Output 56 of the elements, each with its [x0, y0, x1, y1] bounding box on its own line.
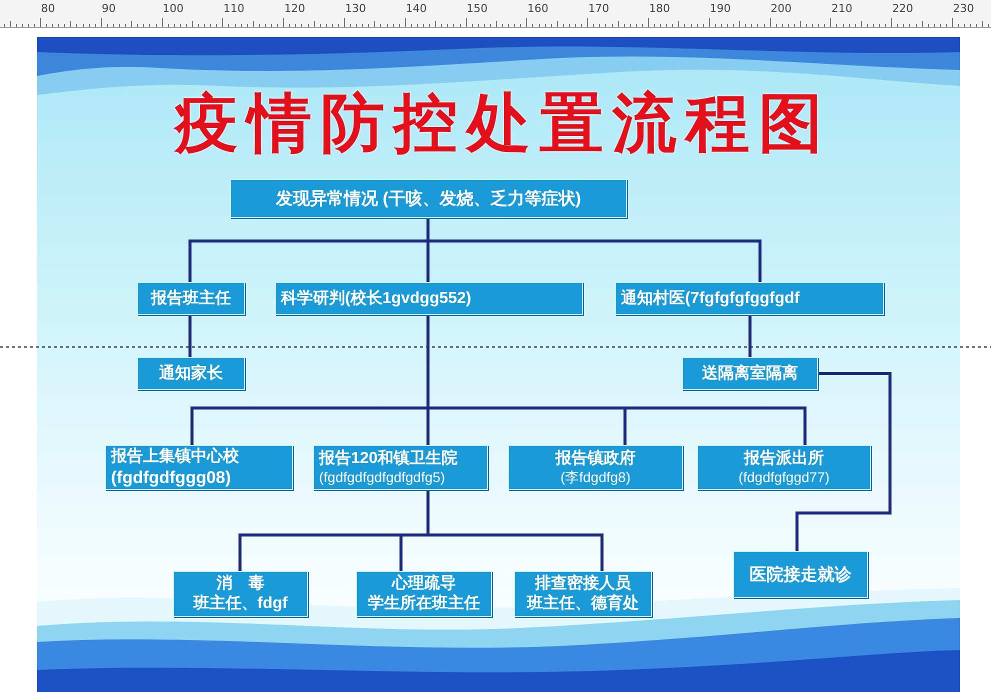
step-detail: 班主任、德育处: [527, 594, 639, 614]
step-detail: 学生所在班主任: [368, 594, 480, 614]
step-label: 报告镇政府: [556, 448, 636, 469]
step-box: [697, 445, 871, 490]
ruler-number: 140: [406, 3, 427, 15]
ruler-number: 110: [223, 3, 244, 15]
step-label: 排查密接人员: [535, 574, 631, 594]
step-label: 报告120和镇卫生院: [319, 448, 458, 469]
connector-line: [426, 218, 762, 282]
step-label: 通知家长: [159, 364, 223, 384]
ruler-number: 200: [770, 3, 792, 15]
ruler-number: 150: [466, 3, 488, 15]
step-detail: (fgdfgdfggg08): [111, 466, 231, 488]
ruler-number: 90: [102, 3, 116, 15]
step-detail: (fgdfgdfgdfgdfgdfg5): [319, 468, 446, 486]
ruler-number: 80: [41, 3, 55, 15]
ruler-number: 170: [588, 3, 610, 15]
step-detail: (fdgdfgfggd77): [738, 468, 830, 486]
connector-line: [188, 315, 192, 357]
step-detail: (李fdgdfg8): [560, 468, 631, 486]
step-label: 通知村医(7fgfgfgfggfgdf: [621, 288, 800, 308]
step-box: [137, 357, 245, 390]
step-box: [137, 282, 245, 315]
step-label: 报告上集镇中心校: [111, 446, 239, 467]
step-box: [615, 282, 884, 315]
ruler-number: 120: [284, 3, 306, 15]
step-box: [275, 282, 583, 315]
connector-line: [796, 372, 892, 551]
ruler-number: 100: [162, 3, 184, 15]
ruler-number: 190: [710, 3, 731, 15]
ruler-number: 210: [831, 3, 852, 15]
ruler-number: 160: [527, 3, 548, 15]
step-box: [733, 551, 868, 598]
ruler-number: 130: [345, 3, 366, 15]
ruler-number: 220: [892, 3, 914, 15]
step-label: 发现异常情况 (干咳、发烧、乏力等症状): [276, 188, 582, 210]
ruler-number: 230: [953, 3, 974, 15]
ruler-number: 180: [649, 3, 670, 15]
step-box: [508, 445, 683, 490]
step-box: [514, 571, 652, 617]
step-label: 消 毒: [216, 574, 264, 594]
step-box: [173, 571, 308, 617]
step-label: 报告班主任: [151, 288, 231, 308]
step-box: [230, 179, 627, 218]
step-label: 心理疏导: [392, 574, 456, 594]
step-box: [313, 445, 488, 490]
step-label: 科学研判(校长1gvdgg552): [281, 288, 472, 308]
step-detail: 班主任、fdgf: [193, 594, 288, 614]
diagram-title: 疫情防控处置流程图: [172, 86, 832, 162]
connector-line: [748, 315, 752, 357]
step-label: 医院接走就诊: [750, 564, 852, 586]
step-label: 送隔离室隔离: [702, 364, 798, 384]
step-box: [682, 357, 818, 390]
step-label: 报告派出所: [744, 448, 824, 469]
step-box: [356, 571, 492, 617]
step-box: [105, 445, 293, 490]
